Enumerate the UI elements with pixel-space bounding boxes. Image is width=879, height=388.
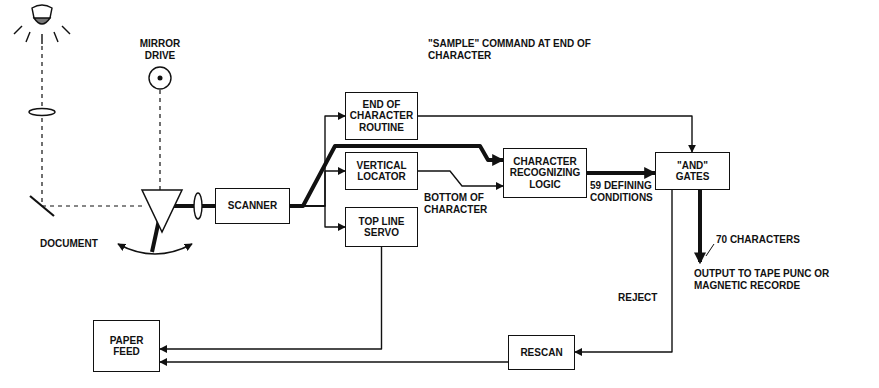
- rescan-box: RESCAN: [508, 335, 575, 370]
- paper-feed-box: PAPER FEED: [93, 320, 160, 372]
- signal-label: "SAMPLE" COMMAND AT END OF CHARACTER: [428, 38, 628, 62]
- light-path: [42, 46, 142, 206]
- top-line-servo-box: TOP LINE SERVO: [345, 207, 418, 247]
- box-label: SCANNER: [228, 200, 277, 212]
- leader-line: [706, 244, 714, 256]
- signal-line: [160, 361, 508, 362]
- signal-label: 70 CHARACTERS: [716, 234, 816, 246]
- box-label: CHARACTER RECOGNIZING LOGIC: [508, 156, 582, 191]
- mirror: [30, 196, 54, 216]
- data-bus: [587, 171, 655, 175]
- signal-label: BOTTOM OF CHARACTER: [424, 192, 502, 216]
- objective-lens: [194, 193, 202, 219]
- scanner-box: SCANNER: [215, 188, 290, 224]
- mirror-drive: [149, 67, 171, 89]
- and-gates-box: "AND" GATES: [655, 152, 730, 190]
- output-arrow: [698, 190, 702, 262]
- condenser-lens: [29, 109, 55, 116]
- signal-line: [290, 116, 345, 206]
- box-label: END OF CHARACTER ROUTINE: [350, 99, 413, 134]
- signal-line: [418, 116, 692, 152]
- mirror-drive-axle: [158, 76, 163, 81]
- light-path: [159, 90, 160, 190]
- box-label: PAPER FEED: [98, 335, 155, 358]
- vertical-locator-box: VERTICAL LOCATOR: [345, 152, 418, 190]
- signal-line: [290, 206, 345, 227]
- signal-line: [575, 190, 672, 352]
- end-of-character-box: END OF CHARACTER ROUTINE: [345, 92, 418, 140]
- signal-line: [418, 171, 503, 186]
- part-label: MIRROR DRIVE: [128, 38, 192, 62]
- signal-line: [160, 247, 382, 349]
- note-label: OUTPUT TO TAPE PUNC OR MAGNETIC RECORDE: [694, 268, 872, 292]
- box-label: "AND" GATES: [660, 160, 725, 183]
- part-label: DOCUMENT: [40, 238, 110, 250]
- box-label: VERTICAL LOCATOR: [350, 160, 413, 183]
- scanning-prism: [142, 190, 182, 232]
- box-label: TOP LINE SERVO: [350, 216, 413, 239]
- signal-label: 59 DEFINING CONDITIONS: [590, 180, 660, 204]
- box-label: RESCAN: [520, 347, 562, 359]
- lamp: [14, 5, 70, 44]
- signal-label: REJECT: [618, 292, 662, 304]
- document-sweep: [118, 244, 192, 254]
- recognizing-logic-box: CHARACTER RECOGNIZING LOGIC: [503, 148, 587, 198]
